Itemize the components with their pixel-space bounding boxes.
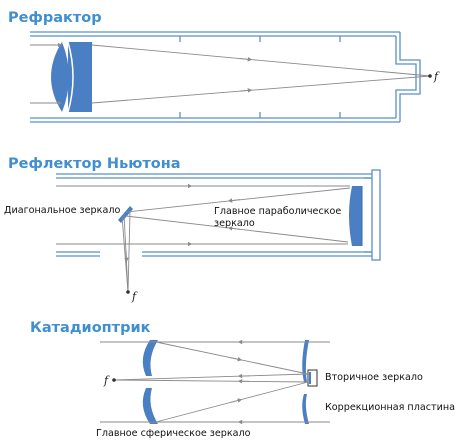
catadioptric-rays (100, 339, 330, 425)
catadioptric-title: Катадиоптрик (30, 320, 151, 336)
newton-primary-mirror (349, 186, 363, 246)
refractor-rays (30, 42, 431, 106)
refractor-objective-lens (51, 41, 92, 113)
newton-primary-mirror-label-line1: Главное параболическое (214, 206, 341, 217)
catadioptric-primary-mirror (142, 340, 158, 424)
newton-tube (56, 169, 381, 261)
refractor-title: Рефрактор (8, 10, 102, 26)
refractor-focus-label: f (433, 70, 440, 83)
newton-diagonal-mirror (118, 206, 133, 223)
catadioptric-corrector-plate (302, 340, 309, 424)
catadioptric-secondary-mirror (307, 369, 318, 387)
refractor-diagram: Рефрактор (8, 10, 440, 123)
catadioptric-focus-point (112, 378, 116, 382)
catadioptric-secondary-mirror-label: Вторичное зеркало (325, 372, 423, 383)
catadioptric-diagram: Катадиоптрик (30, 320, 455, 439)
catadioptric-primary-mirror-label: Главное сферическое зеркало (96, 428, 251, 439)
catadioptric-corrector-plate-label: Коррекционная пластина (325, 402, 455, 413)
newton-rays (56, 183, 351, 293)
newton-focus-point (126, 290, 130, 294)
newton-focus-label: f (131, 290, 138, 303)
newton-title: Рефлектор Ньютона (8, 156, 181, 172)
newton-diagram: Рефлектор Ньютона (4, 156, 381, 303)
catadioptric-focus-label: f (103, 374, 110, 387)
newton-primary-mirror-label-line2: зеркало (214, 218, 255, 229)
newton-diagonal-mirror-label: Диагональное зеркало (4, 205, 120, 216)
refractor-focus-point (428, 74, 432, 78)
refractor-tube (30, 31, 421, 123)
